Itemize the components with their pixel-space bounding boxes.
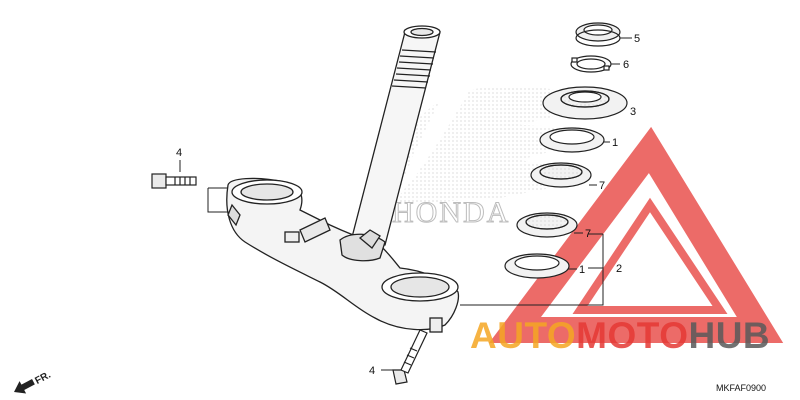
leader-lines [179, 37, 632, 371]
watermark-text: AUTOMOTOHUB [470, 315, 770, 356]
steering-bearing-7-upper [530, 162, 592, 188]
honda-logo-text: HONDA [392, 196, 510, 229]
diagram-code: MKFAF0900 [716, 383, 766, 393]
pinch-bolt-lower [392, 329, 428, 385]
front-direction-label: FR. [33, 370, 53, 387]
watermark-triangle [489, 126, 784, 343]
adjusting-nut-3 [542, 86, 628, 120]
watermark-moto: MOTO [576, 315, 688, 356]
bearing-race-1-lower [504, 253, 570, 279]
bearing-race-1-upper [539, 127, 605, 153]
watermark-auto: AUTO [470, 315, 576, 356]
callout-7-upper: 7 [599, 180, 605, 192]
callout-7-lower: 7 [585, 228, 591, 240]
pinch-bolt-upper [151, 173, 197, 189]
callout-2: 2 [616, 263, 622, 275]
steering-bearing-7-lower [516, 212, 578, 238]
steering-stem [349, 25, 441, 246]
lock-washer-6 [570, 55, 612, 73]
callout-3: 3 [630, 106, 636, 118]
lower-fork-bridge [226, 177, 460, 333]
callout-1-upper: 1 [612, 137, 618, 149]
callout-5: 5 [634, 33, 640, 45]
front-direction-marker: FR. [14, 370, 53, 394]
callout-6: 6 [623, 59, 629, 71]
callout-1-lower: 1 [579, 264, 585, 276]
bolt-bracket-lines [207, 187, 228, 213]
watermark-hub: HUB [688, 315, 770, 356]
callout-4-lower: 4 [369, 365, 375, 377]
locknut-5 [575, 22, 621, 47]
callout-4-upper: 4 [176, 147, 182, 159]
